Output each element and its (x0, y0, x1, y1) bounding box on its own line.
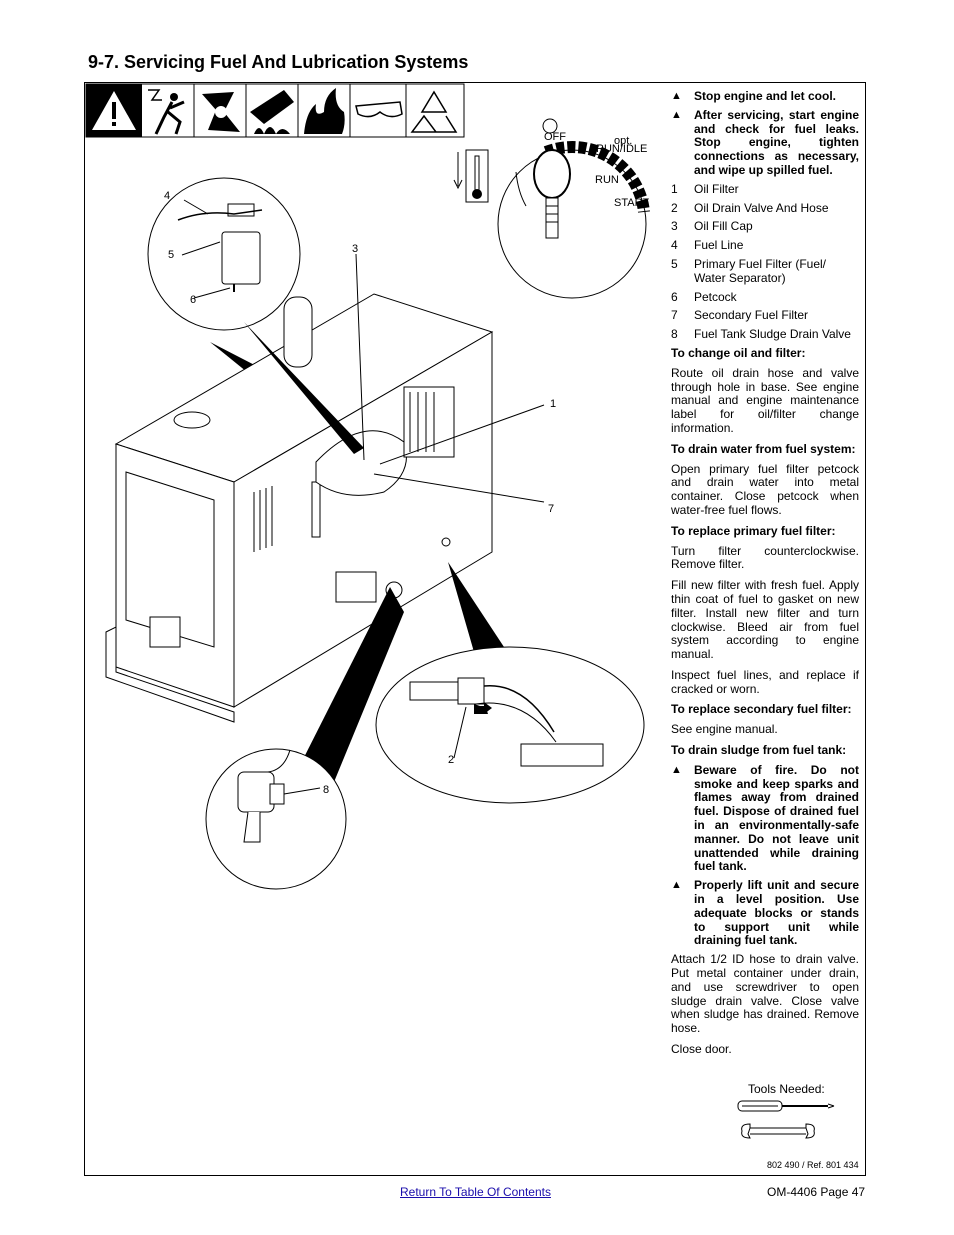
water-heading: To drain water from fuel system: (671, 441, 856, 456)
part-item: 2 Oil Drain Valve And Hose (671, 200, 859, 216)
part-label: Oil Drain Valve And Hose (694, 200, 829, 215)
primary-filter-step-3: Inspect fuel lines, and replace if crack… (671, 667, 859, 696)
warning-text: Stop engine and let cool. (694, 89, 837, 103)
moving-parts-icon (202, 84, 247, 137)
oil-drain-detail: 2 (375, 562, 645, 804)
warning-fire: ▲ Beware of fire. Do not smoke and keep … (671, 762, 859, 874)
part-item: 1 Oil Filter (671, 181, 859, 197)
part-label: Fuel Tank Sludge Drain Valve (694, 327, 851, 342)
recycle-icon (410, 90, 458, 133)
part-number: 6 (671, 289, 678, 304)
part-item: 6 Petcock (671, 289, 859, 305)
warning-stop-engine: ▲ Stop engine and let cool. (671, 89, 859, 104)
primary-filter-heading: To replace primary fuel filter: (671, 523, 836, 538)
page-number: OM-4406 Page 47 (767, 1185, 866, 1199)
secondary-filter-heading: To replace secondary fuel filter: (671, 702, 852, 717)
part-number: 7 (671, 308, 678, 323)
warning-triangle-icon: ▲ (671, 763, 682, 776)
part-item: 3 Oil Fill Cap (671, 220, 859, 234)
leader-3 (355, 253, 365, 461)
callout-7: 7 (548, 503, 554, 515)
secondary-filter-text: See engine manual. (671, 722, 778, 737)
safety-glasses-icon (355, 84, 407, 137)
leader-7 (373, 473, 545, 503)
part-number: 2 (671, 200, 678, 215)
electric-shock-icon (148, 84, 195, 137)
part-label: Fuel Line (694, 238, 744, 253)
warning-text: After servicing, start engine and check … (694, 107, 859, 177)
sludge-step-1: Attach 1/2 ID hose to drain valve. Put m… (671, 952, 859, 1036)
part-number: 5 (671, 256, 678, 271)
tools-icons (737, 1100, 835, 1139)
primary-filter-step-1: Turn filter counterclockwise. Remove fil… (671, 543, 859, 572)
warning-triangle-icon: ▲ (671, 108, 682, 121)
sludge-drain-detail: 8 (205, 587, 404, 890)
servicing-illustration: OFF opt. RUN/IDLE RUN START 4 5 6 (85, 83, 650, 890)
screwdriver-icon (737, 1100, 835, 1112)
part-number: 1 (671, 181, 678, 196)
warning-lift-unit: ▲ Properly lift unit and secure in a lev… (671, 878, 859, 948)
switch-opt-label: opt. (614, 135, 632, 147)
wrench-icon (741, 1123, 815, 1139)
oil-heading: To change oil and filter: (671, 345, 806, 360)
instructions-column: ▲ Stop engine and let cool. ▲ After serv… (671, 89, 859, 1064)
part-item: 8 Fuel Tank Sludge Drain Valve (671, 327, 859, 342)
switch-off-label: OFF (544, 131, 566, 143)
figure-reference: 802 490 / Ref. 801 434 (767, 1160, 859, 1170)
tools-needed-label: Tools Needed: (748, 1082, 825, 1096)
part-item: 5 Primary Fuel Filter (Fuel/ Water Separa… (671, 256, 859, 286)
part-label: Oil Filter (694, 181, 739, 196)
warning-fuel-leaks: ▲ After servicing, start engine and chec… (671, 107, 859, 178)
callout-6: 6 (190, 294, 196, 306)
part-label: Oil Fill Cap (694, 219, 753, 234)
content-frame (84, 82, 866, 1176)
part-number: 4 (671, 238, 678, 253)
engine-switch-detail: OFF opt. RUN/IDLE RUN START (497, 118, 650, 299)
hot-parts-icon (250, 84, 299, 137)
part-label: Primary Fuel Filter (Fuel/ Water Separat… (694, 256, 827, 285)
detail-wedge-filter (244, 322, 364, 454)
callout-2: 2 (448, 754, 454, 766)
warning-triangle-icon: ▲ (671, 879, 682, 892)
welder-generator-unit (105, 293, 494, 723)
callout-1: 1 (550, 398, 556, 410)
warning-text: Beware of fire. Do not smoke and keep sp… (694, 762, 859, 874)
sludge-step-2: Close door. (671, 1042, 732, 1057)
fuel-filter-detail: 4 5 6 (147, 177, 301, 402)
part-number: 3 (671, 219, 678, 234)
safety-icons (85, 83, 465, 138)
fire-icon (304, 84, 351, 137)
oil-text: Route oil drain hose and valve through h… (671, 365, 859, 435)
callout-5: 5 (168, 249, 174, 261)
warning-text: Properly lift unit and secure in a level… (694, 878, 859, 948)
thermometer-icon (453, 149, 489, 203)
switch-run-idle-label: RUN/IDLE (596, 143, 647, 155)
callout-8: 8 (323, 784, 329, 796)
sludge-heading: To drain sludge from fuel tank: (671, 743, 847, 758)
part-item: 7 Secondary Fuel Filter (671, 309, 859, 323)
leader-1 (379, 404, 545, 465)
part-label: Petcock (694, 289, 737, 304)
part-item: 4 Fuel Line (671, 238, 859, 253)
part-label: Secondary Fuel Filter (694, 308, 809, 323)
part-number: 8 (671, 327, 678, 342)
switch-start-label: START (614, 197, 649, 209)
primary-filter-step-2: Fill new filter with fresh fuel. Apply t… (671, 578, 859, 662)
callout-4: 4 (164, 190, 170, 202)
warning-triangle-icon: ▲ (671, 90, 682, 102)
section-title: 9-7. Servicing Fuel And Lubrication Syst… (88, 52, 469, 72)
return-to-toc-link[interactable]: Return To Table Of Contents (400, 1185, 551, 1199)
switch-run-label: RUN (595, 174, 619, 186)
callout-3: 3 (352, 243, 358, 255)
warning-icon (86, 84, 142, 137)
water-text: Open primary fuel filter petcock and dra… (671, 461, 859, 517)
